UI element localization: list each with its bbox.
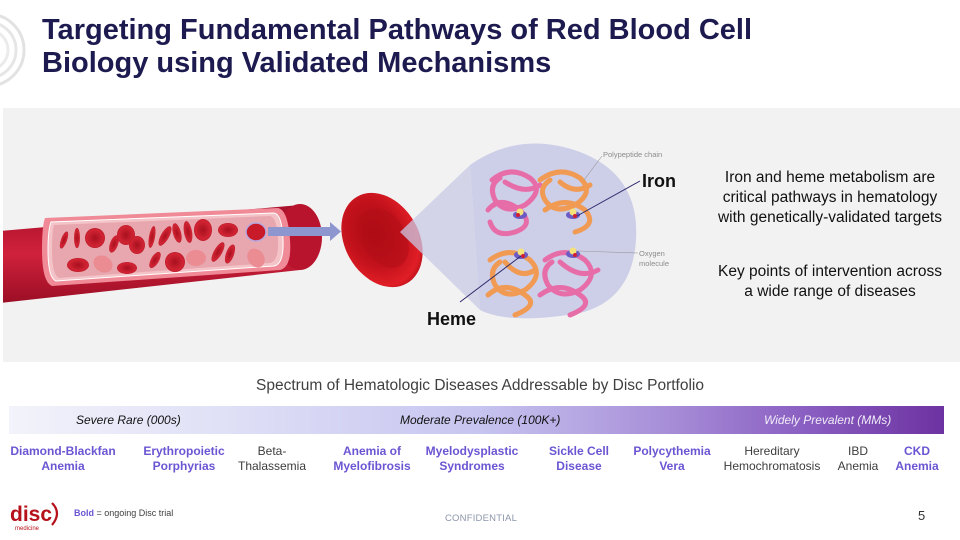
band-label-severe-rare: Severe Rare (000s) <box>76 413 181 427</box>
disease-name-line-1: Hereditary <box>744 444 800 458</box>
blood-vessel <box>0 204 322 303</box>
disease-name-line-1: Erythropoietic <box>143 444 225 458</box>
oxygen-molecule-label: Oxygen molecule <box>639 249 669 269</box>
slide-title: Targeting Fundamental Pathways of Red Bl… <box>42 14 942 80</box>
hero-text-intervention: Key points of intervention across a wide… <box>717 263 942 300</box>
disease-name-line-1: Anemia of <box>342 444 402 458</box>
spectrum-title: Spectrum of Hematologic Diseases Address… <box>256 377 704 394</box>
hero-text-pathways: Iron and heme metabolism are critical pa… <box>717 169 942 226</box>
heme-groups <box>513 208 580 259</box>
disease-name-line-2: Hemochromatosis <box>723 459 821 473</box>
polypeptide-leader-line <box>583 155 603 181</box>
arrow-icon <box>268 222 341 241</box>
band-label-widely-prevalent: Widely Prevalent (MMs) <box>764 413 892 427</box>
disease-name-line-1: CKD <box>903 444 930 458</box>
disease-name-line-1: Sickle Cell <box>548 444 610 458</box>
legend-note: Bold = ongoing Disc trial <box>74 508 173 518</box>
disease-name-line-1: Myelodysplastic <box>425 444 519 458</box>
disease-item: Beta-Thalassemia <box>238 444 306 474</box>
decorative-rings-icon <box>0 14 26 86</box>
logo-subtext: medicine <box>15 526 40 532</box>
disease-name-line-2: Anemia <box>837 459 879 473</box>
logo-word: disc <box>10 503 52 526</box>
legend-note-text: = ongoing Disc trial <box>94 508 174 518</box>
disease-name-line-1: IBD <box>847 444 868 458</box>
disease-name-line-2: Disease <box>556 459 602 473</box>
red-blood-cells <box>59 219 267 274</box>
oxygen-label-line-2: molecule <box>639 259 670 268</box>
oxygen-leader-line <box>577 250 639 254</box>
band-label-moderate-prevalence: Moderate Prevalence (100K+) <box>400 413 561 427</box>
disease-name-line-1: Polycythemia <box>633 444 711 458</box>
disease-name-line-1: Diamond-Blackfan <box>10 444 116 458</box>
disease-name-line-2: Syndromes <box>439 459 505 473</box>
slide-title-line-2: Biology using Validated Mechanisms <box>42 47 552 79</box>
oxygen-label-line-1: Oxygen <box>639 249 665 258</box>
disease-name-line-2: Anemia <box>895 459 939 473</box>
disease-name-line-2: Porphyrias <box>152 459 216 473</box>
prevalence-gradient-bar <box>9 406 944 434</box>
disease-name-line-2: Thalassemia <box>237 459 307 473</box>
disease-name-line-2: Anemia <box>41 459 85 473</box>
illustration-panel <box>0 108 960 362</box>
iron-leader-line <box>576 180 641 217</box>
heme-label: Heme <box>427 309 477 329</box>
confidential-label: CONFIDENTIAL <box>445 513 518 524</box>
heme-leader-line <box>459 255 522 303</box>
disc-medicine-logo: disc medicine <box>10 502 59 532</box>
disease-name-line-2: Myelofibrosis <box>333 459 411 473</box>
iron-label: Iron <box>642 171 676 191</box>
disease-name-line-2: Vera <box>659 459 685 473</box>
legend-bold-word: Bold <box>74 508 94 518</box>
page-number: 5 <box>918 508 926 523</box>
disease-name-line-1: Beta- <box>257 444 287 458</box>
slide-title-line-1: Targeting Fundamental Pathways of Red Bl… <box>42 14 753 46</box>
blood-vessel-illustration <box>0 143 641 319</box>
polypeptide-chain-label: Polypeptide chain <box>603 150 663 159</box>
